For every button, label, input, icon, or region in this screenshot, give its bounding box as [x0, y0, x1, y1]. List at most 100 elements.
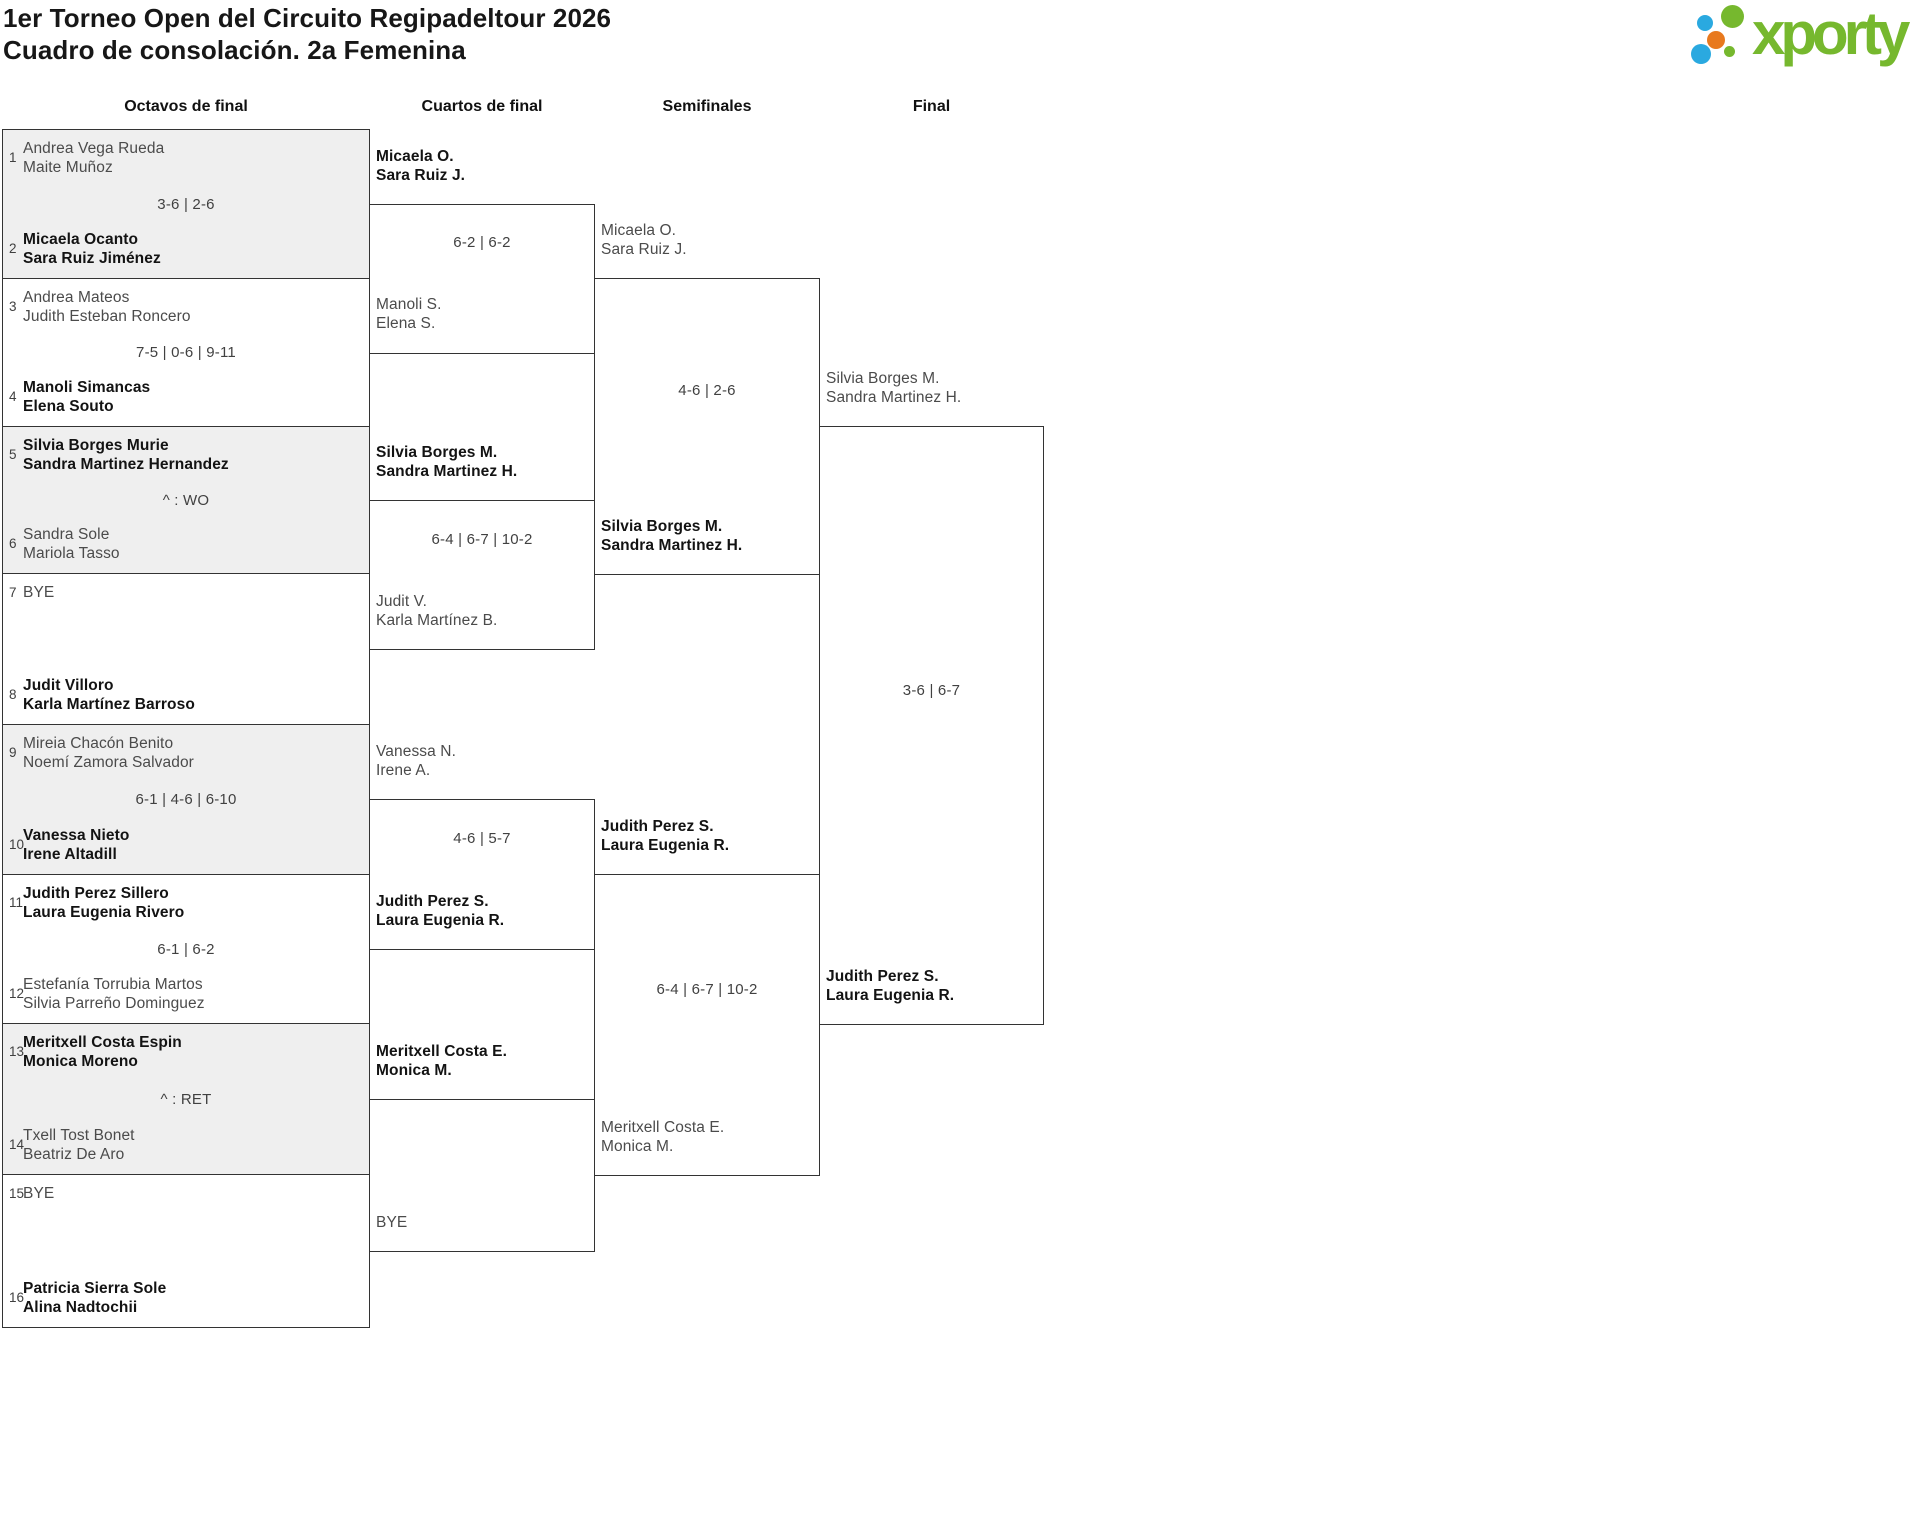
team-name-line: Txell Tost Bonet [23, 1127, 135, 1144]
r16-slot-5-number: 5 [9, 447, 17, 463]
team-name-line: Meritxell Costa E. [376, 1043, 508, 1060]
r16-slot-1-number: 1 [9, 150, 17, 166]
qf-match-4-bottom-team: BYE [376, 1213, 407, 1232]
r16-slot-14-number: 14 [9, 1137, 25, 1153]
team-name-line: Sara Ruiz J. [601, 241, 687, 258]
team-name-line: Meritxell Costa E. [601, 1119, 725, 1136]
team-name-line: Laura Eugenia R. [601, 837, 730, 854]
logo-dot-green-large-icon [1721, 5, 1744, 28]
final-match-1-top-team: Silvia Borges M.Sandra Martinez H. [826, 369, 961, 407]
team-name-line: Judit Villoro [23, 677, 114, 694]
sf-match-2-box [594, 874, 820, 1176]
r16-slot-7-number: 7 [9, 584, 17, 600]
team-name-line: Monica M. [601, 1138, 674, 1155]
sf-match-1-top-team: Micaela O.Sara Ruiz J. [601, 221, 687, 259]
team-name-line: Judith Esteban Roncero [23, 308, 191, 325]
team-name-line: Monica Moreno [23, 1053, 138, 1070]
page-subtitle: Cuadro de consolación. 2a Femenina [3, 35, 466, 65]
team-name-line: Judith Perez S. [826, 968, 939, 985]
team-name-line: Laura Eugenia R. [826, 987, 955, 1004]
team-name-line: BYE [23, 1185, 55, 1202]
team-name-line: Silvia Borges M. [826, 370, 940, 387]
sf-match-1-score: 4-6 | 2-6 [678, 382, 736, 399]
logo-wordmark: xporty [1752, 0, 1910, 67]
team-name-line: Sara Ruiz Jiménez [23, 250, 161, 267]
r16-slot-15-team: BYE [23, 1184, 54, 1203]
team-name-line: Andrea Mateos [23, 289, 130, 306]
team-name-line: BYE [23, 584, 55, 601]
qf-match-1-bottom-team: Manoli S.Elena S. [376, 295, 442, 333]
team-name-line: Sara Ruiz J. [376, 167, 466, 184]
team-name-line: Alina Nadtochii [23, 1299, 138, 1316]
team-name-line: Sandra Martinez H. [601, 537, 743, 554]
qf-match-2-box [369, 500, 595, 650]
r16-slot-8-number: 8 [9, 687, 17, 703]
round-header-cuartos: Cuartos de final [421, 98, 543, 115]
team-name-line: Judith Perez Sillero [23, 885, 169, 902]
team-name-line: Judith Perez S. [601, 818, 714, 835]
logo-dot-blue-small-icon [1697, 15, 1713, 31]
team-name-line: Meritxell Costa Espin [23, 1034, 182, 1051]
team-name-line: Sandra Sole [23, 526, 110, 543]
team-name-line: Micaela Ocanto [23, 231, 139, 248]
r16-slot-10-number: 10 [9, 837, 25, 853]
r16-slot-12-number: 12 [9, 986, 25, 1002]
sf-match-2-score: 6-4 | 6-7 | 10-2 [656, 981, 758, 998]
team-name-line: Manoli S. [376, 296, 442, 313]
r16-match-5-score: 6-1 | 4-6 | 6-10 [135, 791, 237, 808]
team-name-line: Silvia Borges Murie [23, 437, 169, 454]
r16-slot-6-number: 6 [9, 536, 17, 552]
r16-match-2-score: 7-5 | 0-6 | 9-11 [136, 344, 236, 361]
r16-slot-15-number: 15 [9, 1185, 25, 1201]
round-header-octavos: Octavos de final [124, 98, 248, 115]
r16-slot-9-number: 9 [9, 745, 17, 761]
r16-slot-4-number: 4 [9, 389, 17, 405]
qf-match-1-score: 6-2 | 6-2 [453, 234, 511, 251]
r16-slot-16-number: 16 [9, 1290, 25, 1306]
team-name-line: Silvia Parreño Dominguez [23, 995, 205, 1012]
team-name-line: Noemí Zamora Salvador [23, 754, 194, 771]
team-name-line: Monica M. [376, 1062, 452, 1079]
r16-slot-13-number: 13 [9, 1044, 25, 1060]
qf-match-4-top-team: Meritxell Costa E. Monica M. [376, 1042, 507, 1080]
xporty-logo[interactable]: xporty [1688, 2, 1918, 74]
team-name-line: Manoli Simancas [23, 379, 151, 396]
qf-match-2-score: 6-4 | 6-7 | 10-2 [431, 531, 533, 548]
team-name-line: Vanessa N. [376, 743, 456, 760]
team-name-line: Maite Muñoz [23, 159, 113, 176]
final-match-1-box [819, 426, 1044, 1025]
r16-match-1-score: 3-6 | 2-6 [157, 195, 215, 213]
r16-match-6-score: 6-1 | 6-2 [157, 940, 215, 958]
team-name-line: Laura Eugenia R. [376, 912, 505, 929]
team-name-line: Sandra Martinez Hernandez [23, 456, 229, 473]
logo-dot-green-small-icon [1724, 46, 1735, 57]
team-name-line: BYE [376, 1214, 408, 1231]
logo-dot-orange-icon [1707, 31, 1725, 49]
team-name-line: Patricia Sierra Sole [23, 1280, 167, 1297]
qf-match-1-top-team: Micaela O. Sara Ruiz J. [376, 147, 465, 185]
team-name-line: Micaela O. [376, 148, 454, 165]
qf-match-3-top-team: Vanessa N. Irene A. [376, 742, 456, 780]
page-title: 1er Torneo Open del Circuito Regipadelto… [3, 3, 612, 33]
team-name-line: Irene A. [376, 762, 431, 779]
final-match-1-score: 3-6 | 6-7 [902, 682, 961, 699]
team-name-line: Irene Altadill [23, 846, 117, 863]
